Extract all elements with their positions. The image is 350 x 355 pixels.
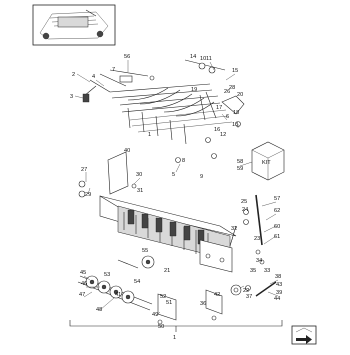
callout: 13	[232, 122, 238, 128]
callout: 31	[137, 188, 143, 194]
machine-overview-thumbnail	[32, 4, 116, 46]
callout: 37	[246, 294, 252, 300]
callout: 10	[200, 56, 206, 62]
callout: 49	[152, 312, 158, 318]
bracket-parts	[78, 151, 137, 198]
callout: 28	[229, 85, 235, 91]
callout: 59	[237, 166, 243, 172]
leader-lines	[74, 60, 279, 326]
callout: 58	[237, 159, 243, 165]
callout: 36	[200, 301, 206, 307]
callout: 3	[70, 94, 73, 100]
callout: 50	[158, 324, 164, 330]
callout: 55	[142, 248, 148, 254]
kit-label: KIT	[262, 160, 271, 166]
callout: 20	[237, 92, 243, 98]
callout: 27	[81, 167, 87, 173]
callout: 4	[92, 74, 95, 80]
callout: 14	[190, 54, 196, 60]
callout: 5	[172, 172, 175, 178]
callout: 15	[232, 68, 238, 74]
callout: 24	[242, 207, 248, 213]
callout: 45	[80, 270, 86, 276]
main-frame-assembly	[99, 195, 237, 273]
callout: 33	[264, 268, 270, 274]
callout-labels: 56 1 2 3 4 5 6 7 8 9 10 11 12 13 14 15 1…	[70, 54, 282, 330]
callout: 19	[191, 87, 197, 93]
callout: 39	[276, 290, 282, 296]
callout: 21	[164, 268, 170, 274]
callout: 48	[96, 307, 102, 313]
callout: 29	[85, 192, 91, 198]
assembly-bracket: 1	[69, 320, 283, 341]
callout: 47	[79, 292, 85, 298]
callout: 6	[226, 114, 229, 120]
kit-box-icon: KIT	[251, 141, 285, 181]
callout: 11	[206, 56, 212, 62]
callout: 18	[233, 110, 239, 116]
callout: 35	[250, 268, 256, 274]
tine-bar-assembly	[82, 59, 245, 163]
callout: 62	[274, 208, 280, 214]
callout: 7	[112, 67, 115, 73]
next-page-arrow-icon[interactable]	[291, 325, 317, 345]
assembly-label: 1	[173, 335, 176, 341]
callout: 23	[254, 236, 260, 242]
callout: 57	[274, 196, 280, 202]
callout: 34	[256, 258, 262, 264]
callout: 17	[216, 105, 222, 111]
callout: 12	[220, 132, 226, 138]
callout: 43	[276, 282, 282, 288]
callout: 9	[200, 174, 203, 180]
callout: 32	[231, 226, 237, 232]
callout: 2	[72, 72, 75, 78]
callout: 56	[124, 54, 130, 60]
callout: 30	[136, 172, 142, 178]
callout: 52	[160, 294, 166, 300]
callout: 38	[275, 274, 281, 280]
callout: 25	[241, 199, 247, 205]
callout: 53	[104, 272, 110, 278]
callout: 44	[274, 296, 280, 302]
callout: 26	[224, 89, 230, 95]
callout: 60	[274, 224, 280, 230]
callout: 40	[124, 148, 130, 154]
callout: 46	[81, 281, 87, 287]
callout: 1	[148, 132, 151, 138]
callout: 51	[166, 300, 172, 306]
lower-shaft-parts	[77, 255, 223, 325]
callout: 61	[274, 234, 280, 240]
callout: 16	[214, 127, 220, 133]
callout: 8	[182, 158, 185, 164]
callout: 41	[115, 292, 121, 298]
callout: 22	[243, 288, 249, 294]
callout: 42	[214, 292, 220, 298]
lever-parts	[229, 194, 277, 297]
callout: 54	[134, 279, 140, 285]
